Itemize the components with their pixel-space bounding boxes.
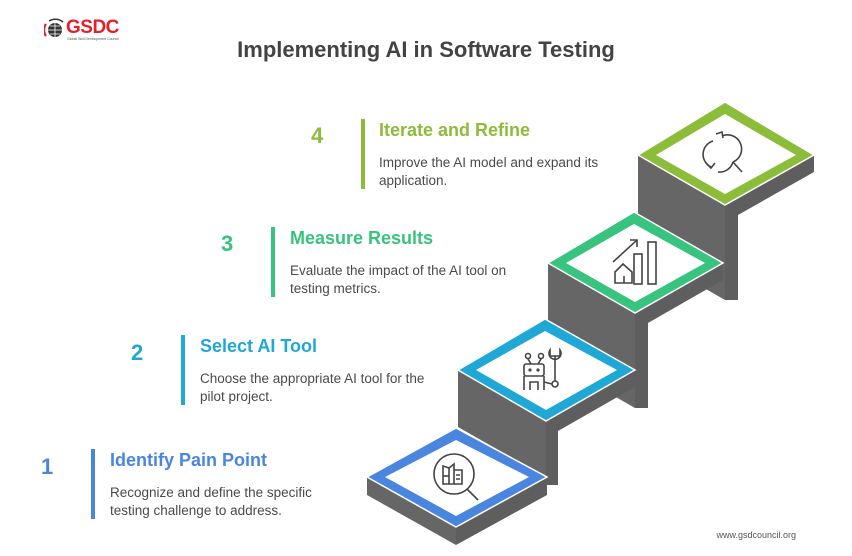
step-1-title: Identify Pain Point [110,450,268,470]
document-search-icon [433,453,479,501]
step-2-block [456,318,637,485]
step-2-number: 2 [131,340,144,365]
step-2-description: Choose the appropriate AI tool for the p… [200,371,425,404]
page-title: Implementing AI in Software Testing [237,37,615,62]
step-4-inner [656,114,796,194]
step-4-description: Improve the AI model and expand its appl… [379,155,599,188]
gsdc-logo: GSDC Global Skill Development Council [44,16,134,44]
globe-icon [44,18,64,37]
step-3-inner [566,224,705,302]
step-2-right-wall [546,370,635,485]
logo-text: GSDC [66,17,119,38]
step-3-accent-bar [271,227,275,297]
step-1-right-wall [456,477,547,545]
step-4-number: 4 [311,123,324,148]
logo-tagline: Global Skill Development Council [67,37,119,41]
step-2-title: Select AI Tool [200,336,318,356]
growth-chart-icon [612,239,657,285]
step-2-left-wall [458,370,546,477]
step-3-description: Evaluate the impact of the AI tool on te… [290,263,507,296]
step-1-inner [385,440,529,516]
step-1-description: Recognize and define the specific testin… [110,485,312,518]
step-3-number: 3 [221,231,234,256]
step-2-accent-bar [181,335,185,405]
robot-wrench-icon [523,347,562,390]
step-3-right-wall [635,263,723,408]
step-1-left-wall [367,477,456,545]
step-1-block [365,427,549,545]
step-1-accent-bar [91,449,95,519]
step-2-inner [476,331,617,410]
step-4-title: Iterate and Refine [379,120,531,140]
step-4-accent-bar [361,119,365,189]
refresh-search-icon [702,130,743,173]
step-4-right-wall [725,155,814,300]
step-3-title: Measure Results [290,228,434,248]
footer-url[interactable]: www.gsdcouncil.org [716,530,796,540]
step-1-number: 1 [41,454,54,479]
